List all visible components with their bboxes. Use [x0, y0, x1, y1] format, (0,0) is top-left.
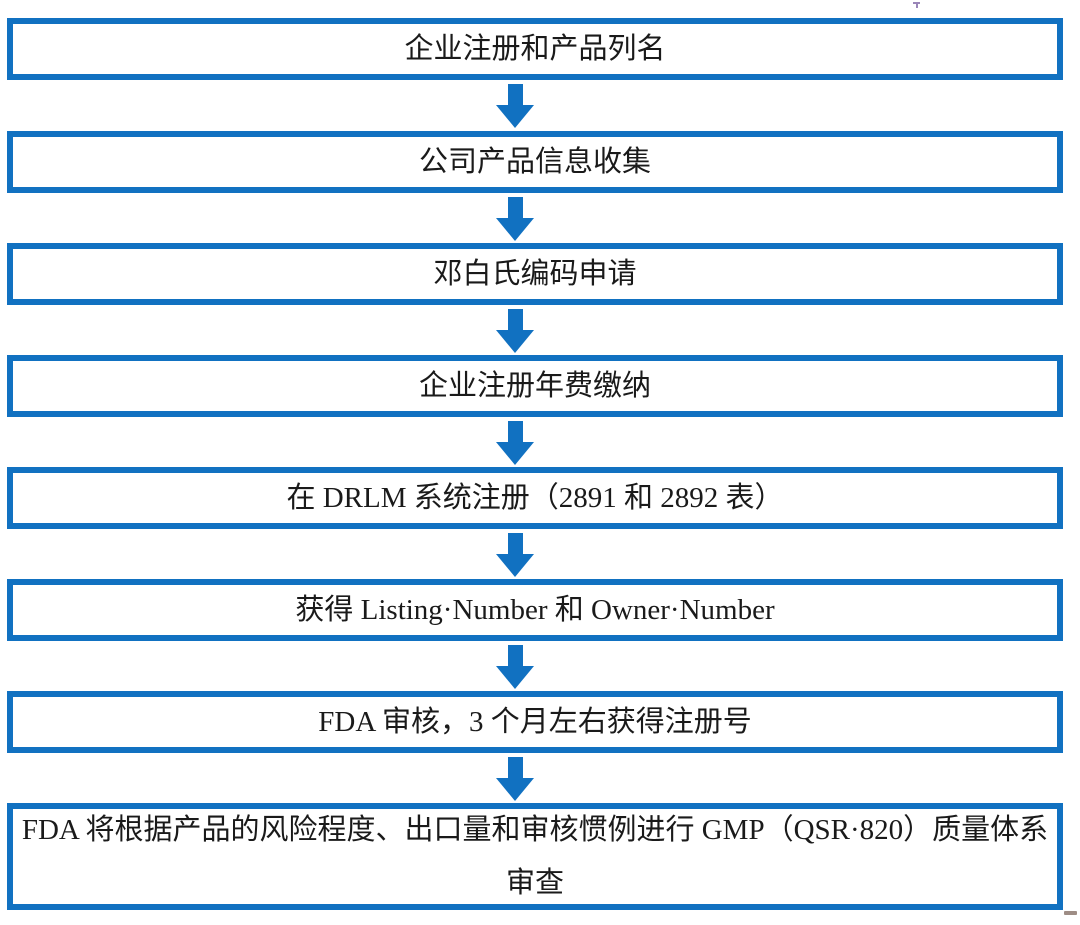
- arrow-shaft: [507, 309, 523, 330]
- arrow-down-icon: [496, 421, 534, 465]
- arrow-down-icon: [496, 757, 534, 801]
- page-edge-dash-mark: [1064, 911, 1077, 915]
- arrow-down-icon: [496, 309, 534, 353]
- flow-step-5-label: 在 DRLM 系统注册（2891 和 2892 表）: [286, 481, 784, 514]
- arrow-shaft: [507, 757, 523, 778]
- arrow-head: [496, 554, 534, 577]
- arrow-shaft: [507, 533, 523, 554]
- flow-step-3: 邓白氏编码申请: [7, 243, 1063, 305]
- arrow-shaft: [507, 197, 523, 218]
- arrow-head: [496, 105, 534, 128]
- flow-step-6: 获得 Listing·Number 和 Owner·Number: [7, 579, 1063, 641]
- flow-step-1-label: 企业注册和产品列名: [404, 32, 666, 65]
- arrow-head: [496, 666, 534, 689]
- flow-step-2: 公司产品信息收集: [7, 131, 1063, 193]
- arrow-shaft: [507, 84, 523, 105]
- flow-step-4-label: 企业注册年费缴纳: [418, 369, 651, 402]
- caret-stem: [915, 4, 918, 8]
- arrow-down-icon: [496, 533, 534, 577]
- arrow-shaft: [507, 421, 523, 442]
- flow-step-6-label: 获得 Listing·Number 和 Owner·Number: [295, 593, 775, 626]
- cursor-caret-mark: [913, 2, 920, 8]
- arrow-head: [496, 778, 534, 801]
- flow-step-4: 企业注册年费缴纳: [7, 355, 1063, 417]
- arrow-head: [496, 218, 534, 241]
- flow-step-1: 企业注册和产品列名: [7, 18, 1063, 80]
- flow-step-2-label: 公司产品信息收集: [418, 145, 651, 178]
- arrow-down-icon: [496, 197, 534, 241]
- flow-step-8: FDA 将根据产品的风险程度、出口量和审核惯例进行 GMP（QSR·820）质量…: [7, 803, 1063, 910]
- flow-step-7-label: FDA 审核，3 个月左右获得注册号: [318, 705, 752, 738]
- flow-step-7: FDA 审核，3 个月左右获得注册号: [7, 691, 1063, 753]
- arrow-head: [496, 330, 534, 353]
- flow-step-3-label: 邓白氏编码申请: [433, 257, 637, 290]
- flow-step-8-label: FDA 将根据产品的风险程度、出口量和审核惯例进行 GMP（QSR·820）质量…: [21, 814, 1049, 899]
- caret-bar: [913, 2, 920, 4]
- arrow-head: [496, 442, 534, 465]
- arrow-down-icon: [496, 645, 534, 689]
- flow-step-5: 在 DRLM 系统注册（2891 和 2892 表）: [7, 467, 1063, 529]
- arrow-shaft: [507, 645, 523, 666]
- arrow-down-icon: [496, 84, 534, 128]
